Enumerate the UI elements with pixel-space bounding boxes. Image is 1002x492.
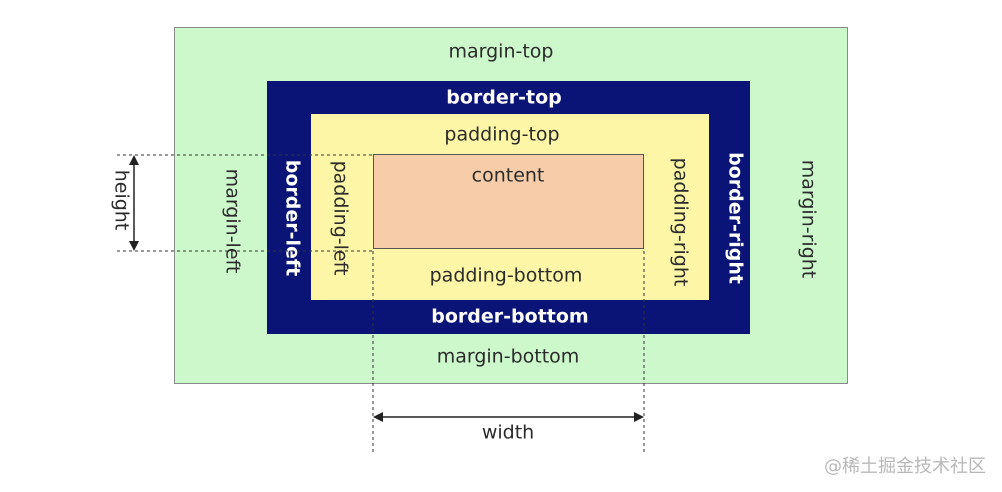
padding-right-label: padding-right	[669, 157, 692, 287]
border-top-label: border-top	[446, 86, 562, 109]
width-arrow-left-head	[373, 412, 383, 422]
border-right-label: border-right	[724, 152, 747, 284]
margin-bottom-label: margin-bottom	[436, 345, 580, 368]
margin-left-label: margin-left	[221, 168, 244, 274]
height-arrow-top-head	[129, 155, 139, 165]
border-left-label: border-left	[281, 159, 304, 277]
watermark: @稀土掘金技术社区	[824, 456, 986, 477]
border-bottom-label: border-bottom	[431, 305, 589, 328]
height-arrow-bottom-head	[129, 241, 139, 251]
content-area	[373, 154, 644, 249]
padding-left-label: padding-left	[329, 160, 352, 276]
padding-bottom-label: padding-bottom	[429, 264, 583, 287]
margin-right-label: margin-right	[797, 159, 820, 279]
content-label: content	[471, 164, 545, 187]
width-label: width	[481, 421, 535, 444]
margin-top-label: margin-top	[448, 40, 554, 63]
height-label: height	[110, 169, 133, 231]
width-arrow-right-head	[634, 412, 644, 422]
padding-top-label: padding-top	[444, 123, 560, 146]
